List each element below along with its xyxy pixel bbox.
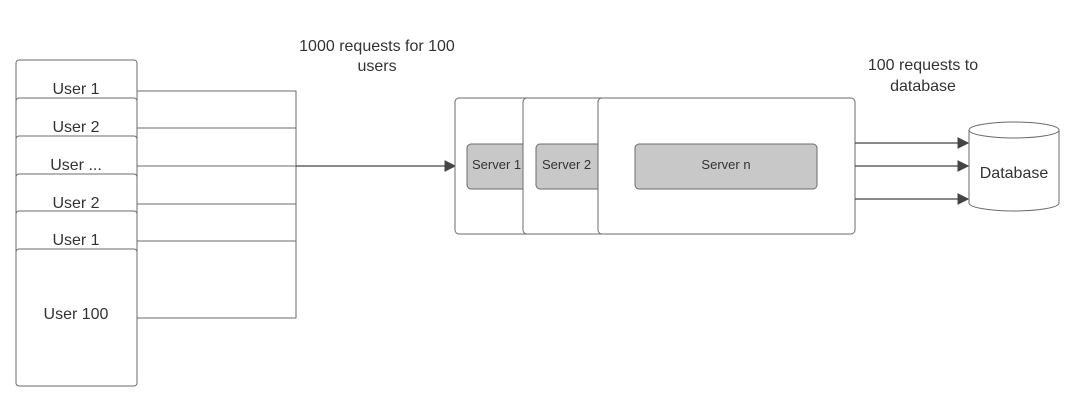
server-label: Server 2 — [542, 157, 591, 172]
user-stack: User 1 User 2 User ... User 2 User 1 Use… — [15, 59, 138, 387]
database-cylinder-icon: Database — [968, 121, 1060, 212]
server-label: Server 1 — [472, 157, 521, 172]
db-arrows — [855, 137, 970, 205]
database-label: Database — [980, 165, 1049, 182]
user-label: User 2 — [52, 119, 99, 136]
requests-db-label-cont: database — [890, 78, 956, 95]
user-label: User 2 — [52, 195, 99, 212]
server-stack: Server 1 Server 2 Server n — [454, 97, 856, 235]
user-connectors — [136, 90, 297, 319]
user-label: User ... — [50, 157, 102, 174]
connector-user-2b — [136, 166, 297, 205]
connector-user-100 — [136, 166, 297, 319]
user-box: User 100 — [15, 248, 138, 387]
user-label: User 1 — [52, 81, 99, 98]
connector-user-2 — [136, 127, 297, 166]
requests-db-label: 100 requests to — [868, 57, 978, 74]
user-label: User 1 — [52, 232, 99, 249]
user-label: User 100 — [44, 306, 109, 323]
server-block — [634, 143, 818, 190]
server-card: Server n — [597, 97, 856, 235]
server-label: Server n — [701, 157, 750, 172]
requests-users-label: 1000 requests for 100 — [299, 38, 455, 55]
requests-users-label-cont: users — [357, 58, 396, 75]
